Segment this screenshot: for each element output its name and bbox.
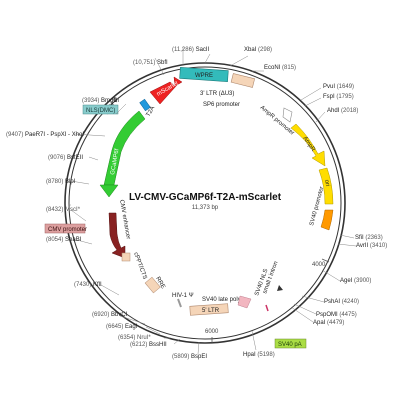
plasmid-length: 11,373 bp xyxy=(192,205,219,211)
plasmid-title: LV-CMV-GCaMP6f-T2A-mScarlet xyxy=(129,192,282,203)
gcamp-label: GCaMP6f xyxy=(110,148,121,175)
site-saci[interactable]: (11,286) SacII xyxy=(172,47,210,53)
wpre-label: WPRE xyxy=(195,73,213,79)
ltr3-label: 3' LTR (ΔU3) xyxy=(200,91,234,97)
site-sfii[interactable]: SfiI (2363) xyxy=(355,235,383,241)
site-snabi[interactable]: (8054) SnaBI xyxy=(46,237,82,243)
site-nrui[interactable]: (6354) NruI* xyxy=(118,335,151,341)
site-eagi[interactable]: (6645) EagI xyxy=(106,324,138,330)
rre-feature[interactable] xyxy=(144,276,161,294)
small-arrow-1 xyxy=(277,285,283,291)
rre-label: RRE xyxy=(154,276,166,290)
hiv-psi-feature[interactable] xyxy=(177,298,182,308)
ltr3-feature[interactable] xyxy=(230,73,256,88)
cppt-feature[interactable] xyxy=(121,252,131,262)
ampr-promoter-feature[interactable] xyxy=(282,107,293,123)
site-lines xyxy=(70,47,357,355)
ampr-feature[interactable] xyxy=(290,123,326,167)
site-apai[interactable]: ApaI (4479) xyxy=(313,320,344,326)
sv40-late-polya-label: SV40 late polyA xyxy=(202,297,245,303)
site-econi[interactable]: EcoNI (815) xyxy=(264,65,296,71)
sv40-pa-tag-label: SV40 pA xyxy=(278,342,302,348)
cmv-promoter-tag[interactable] xyxy=(44,223,86,234)
site-fspi[interactable]: FspI (1795) xyxy=(323,94,354,100)
site-xbai[interactable]: XbaI (298) xyxy=(244,47,272,53)
ltr5-feature[interactable] xyxy=(189,303,229,316)
site-kfli[interactable]: (7430) KflI xyxy=(74,282,102,288)
site-pshai[interactable]: PshAI (4240) xyxy=(324,299,359,305)
site-ahdi[interactable]: AhdI (2018) xyxy=(327,108,358,114)
nls-tag-label: NLS(DMC) xyxy=(86,108,115,114)
ori-feature[interactable] xyxy=(318,167,334,205)
cmv-promoter-tag-label: CMV promoter xyxy=(48,227,87,233)
gcamp-arrowhead xyxy=(99,184,119,198)
small-mark-2 xyxy=(265,304,269,312)
site-msci[interactable]: (8432) MscI* xyxy=(46,207,81,213)
site-paer7i[interactable]: (9407) PaeR7I - PspXI - XhoI xyxy=(6,132,84,138)
backbone-inner xyxy=(68,66,342,340)
hiv-psi-label: HIV-1 Ψ xyxy=(172,293,194,299)
site-pspomi[interactable]: PspOMI (4475) xyxy=(316,312,357,318)
site-bsteii[interactable]: (9076) BstEII xyxy=(48,155,83,161)
tick-label-4000: 4000 xyxy=(312,262,326,268)
ori-label: ori xyxy=(323,179,330,187)
sv40-pa-tag[interactable] xyxy=(274,338,307,349)
wpre-feature[interactable] xyxy=(179,67,229,82)
t2a-feature[interactable] xyxy=(139,98,151,112)
mscarlet-feature[interactable] xyxy=(149,76,183,105)
site-bmgbi[interactable]: (3934) BmgBI xyxy=(82,98,119,104)
cppt-label: cPPT/CTS xyxy=(132,252,147,281)
site-blpi[interactable]: (8780) BlpI xyxy=(46,179,76,185)
site-hpai[interactable]: HpaI (5198) xyxy=(243,352,275,358)
site-avrii[interactable]: AvrII (3410) xyxy=(356,243,387,249)
site-bsshii[interactable]: (6212) BssHII xyxy=(130,342,167,348)
site-pvui[interactable]: PvuI (1649) xyxy=(323,84,354,90)
tick-label-6000: 6000 xyxy=(205,329,219,335)
site-sbfi[interactable]: (10,751) SbfI xyxy=(133,60,168,66)
nls-tag[interactable] xyxy=(82,104,119,115)
cmv-enhancer-label: CMV enhancer xyxy=(118,199,131,239)
sp6-label: SP6 promoter xyxy=(203,102,240,108)
sv40-feature[interactable] xyxy=(320,209,334,231)
site-agei[interactable]: AgeI (3900) xyxy=(340,278,371,284)
ltr5-label: 5' LTR xyxy=(202,308,220,314)
site-bbvci[interactable]: (6920) BbvCI xyxy=(92,312,128,318)
t2a-label: T2A xyxy=(146,105,157,118)
tick-4000 xyxy=(321,258,330,263)
site-bspei[interactable]: (5809) BspEI xyxy=(172,354,207,360)
cmv-feature[interactable] xyxy=(108,212,126,259)
pink-feature[interactable] xyxy=(237,295,252,309)
